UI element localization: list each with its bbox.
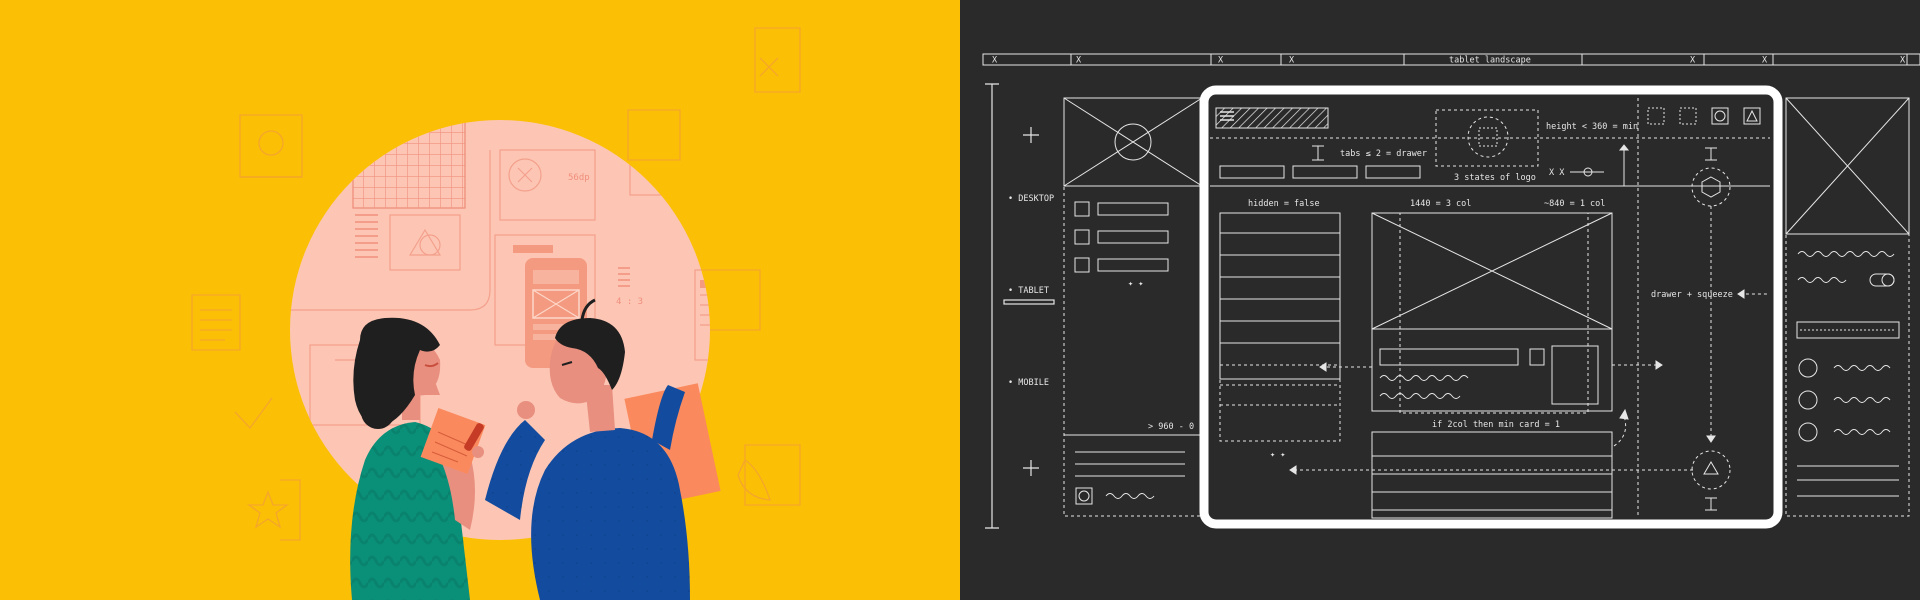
i-beam-icon <box>1705 147 1717 161</box>
radio-icon <box>1711 107 1729 125</box>
input-field <box>1379 348 1519 366</box>
avatar-icon <box>1075 487 1093 505</box>
menu-icon <box>1220 111 1234 121</box>
annotation-drawer-squeeze: drawer + squeeze <box>1651 290 1733 300</box>
breakpoint-tablet: • TABLET <box>1008 286 1049 296</box>
ruler-cell-x: X <box>1900 56 1906 66</box>
triangle-icon-box <box>1743 107 1761 125</box>
tab-box <box>1219 165 1285 179</box>
tablet-right-rail <box>1637 98 1770 516</box>
slider-knob <box>1583 167 1593 177</box>
checkbox <box>1074 201 1090 217</box>
top-ruler <box>982 53 1920 66</box>
man-figure <box>485 298 721 600</box>
dp-badge-text: 56dp <box>568 173 590 183</box>
annotation-xx: X X <box>1549 168 1565 178</box>
checkbox <box>1074 229 1090 245</box>
ruler-cell-x: X <box>1289 56 1295 66</box>
checkmark-icon <box>234 397 273 430</box>
left-illustration: 56dp 4 : 3 <box>0 0 960 600</box>
ruler-cell-x: X <box>1690 56 1696 66</box>
ratio-text: 4 : 3 <box>616 297 643 307</box>
dark-background <box>960 0 1920 600</box>
leaf-icon <box>737 459 771 501</box>
i-beam-icon <box>1705 497 1717 511</box>
pen <box>464 423 484 451</box>
icon-placeholder <box>1647 107 1665 125</box>
ruler-cell-x: X <box>1218 56 1224 66</box>
svg-text:✦ ✦: ✦ ✦ <box>1128 279 1143 289</box>
annotation-range-960: > 960 - 0 <box>1148 422 1194 432</box>
breakpoint-mobile: • MOBILE <box>1008 378 1049 388</box>
right-column-wireframe <box>1785 97 1910 517</box>
close-file-icon <box>754 27 801 93</box>
document-icon <box>191 294 241 351</box>
plus-icon <box>1023 127 1039 143</box>
checkbox <box>1074 257 1090 273</box>
annotation-logo-states: 3 states of logo <box>1454 173 1536 183</box>
notepad <box>420 408 486 474</box>
radio-icon <box>1798 390 1818 410</box>
hatched-logo <box>1215 107 1329 129</box>
star-icon <box>247 490 289 529</box>
input-field <box>1796 321 1900 339</box>
i-beam-icon <box>1312 145 1324 161</box>
close-circle-icon <box>508 158 542 192</box>
tab-box <box>1365 165 1421 179</box>
tablet-selected-bar <box>1003 299 1055 305</box>
ruler-cell-x: X <box>1762 56 1768 66</box>
right-wireframe-panel: X X X X tablet landscape X X X • DESKTOP… <box>960 0 1920 600</box>
woman-figure <box>350 317 486 600</box>
annotation-col-840: ~840 = 1 col <box>1544 199 1605 209</box>
background-outline-icons <box>191 27 801 541</box>
ruler-labels: X X X X tablet landscape X X X <box>992 56 1906 66</box>
breakpoint-rail <box>985 83 1055 529</box>
breakpoint-desktop: • DESKTOP <box>1008 194 1054 204</box>
man-hair <box>555 318 625 390</box>
icon-placeholder <box>1679 107 1697 125</box>
svg-text:✦ ✦: ✦ ✦ <box>1270 450 1285 460</box>
plus-icon <box>1023 460 1039 476</box>
annotation-tabs-drawer: tabs ≤ 2 = drawer <box>1340 149 1427 159</box>
annotation-if-2col: if 2col then min card = 1 <box>1432 420 1560 430</box>
annotation-col-1440: 1440 = 3 col <box>1410 199 1471 209</box>
radio-icon <box>1798 358 1818 378</box>
radio-icon <box>1798 422 1818 442</box>
hexagon-node <box>1691 167 1731 207</box>
ruler-cell-tablet-landscape: tablet landscape <box>1449 56 1531 66</box>
ruler-cell-x: X <box>992 56 998 66</box>
tablet-frame <box>1199 85 1783 529</box>
tablet-content <box>1210 107 1770 519</box>
annotation-hidden-false: hidden = false <box>1248 199 1320 209</box>
logo-placeholder <box>1435 109 1539 167</box>
ruler-cell-x: X <box>1076 56 1082 66</box>
annotation-height-rule: height < 360 = min <box>1546 122 1638 132</box>
triangle-node <box>1691 450 1731 490</box>
tab-box <box>1292 165 1358 179</box>
